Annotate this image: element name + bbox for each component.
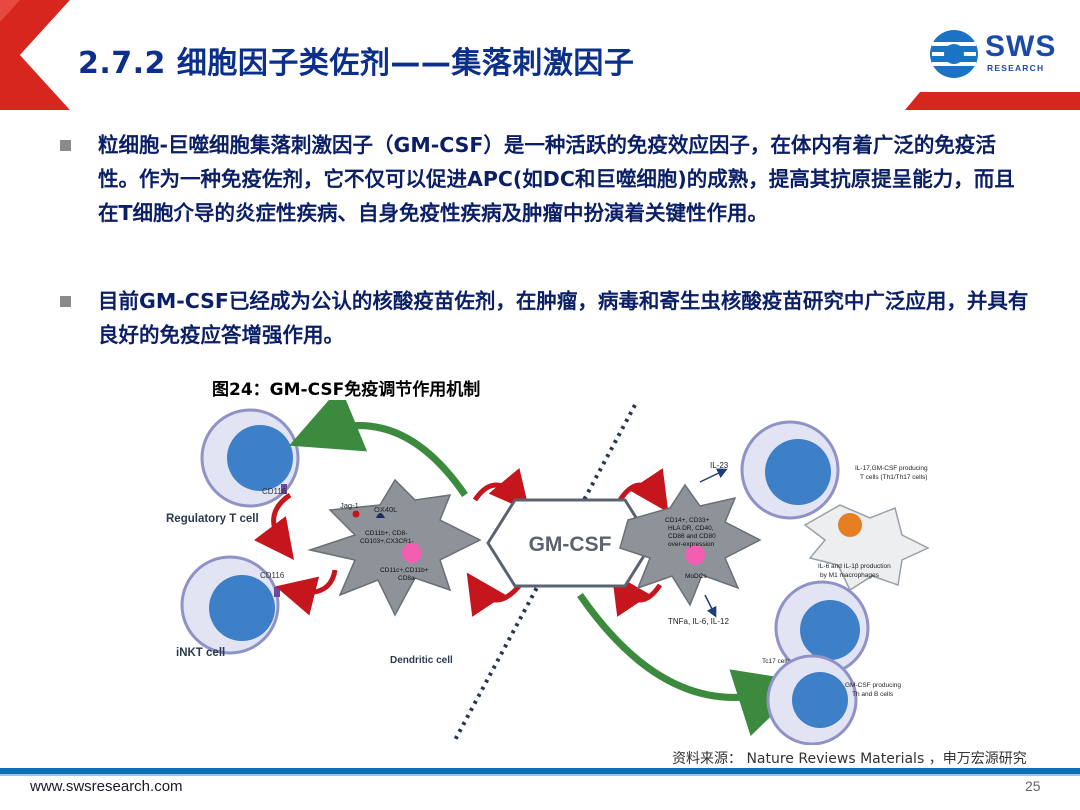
modc-markers-1: CD14+, CD33+ [665, 517, 710, 524]
cd116-label-top: CD116 [262, 487, 287, 496]
jag1-marker [352, 510, 360, 518]
page-title: 2.7.2 细胞因子类佐剂——集落刺激因子 [78, 46, 635, 81]
ox40l-label: OX40L [374, 505, 397, 514]
il23-arrow [699, 468, 728, 483]
dc-markers-2: CD103+,CX3CR1- [360, 538, 414, 545]
tnfa-label: TNFa, IL-6, IL-12 [668, 617, 729, 626]
logo-subtext: RESEARCH [987, 63, 1045, 73]
jag1-label: Jag-1 [340, 501, 359, 510]
red-arrow [466, 572, 522, 617]
bullet-text: 目前GM-CSF已经成为公认的核酸疫苗佐剂，在肿瘤，病毒和寄生虫核酸疫苗研究中广… [98, 289, 1029, 347]
red-arrow [611, 572, 663, 617]
tc17-cell [774, 580, 870, 676]
logo-text: SWS [985, 30, 1057, 63]
header-banner [0, 0, 1080, 110]
dc-markers-3: CD11c+,CD11b+ [380, 567, 429, 574]
dc-markers-4: CD8a- [398, 575, 417, 582]
red-arrow [472, 467, 530, 512]
modc-markers-3: CD86 and CD80 [668, 533, 716, 540]
th-b-label-1: GM-CSF producing [845, 682, 901, 689]
red-arrow [275, 569, 338, 616]
dendritic-cell [307, 478, 482, 617]
th-cells-label-2: T cells (Th1/Th17 cells) [860, 474, 927, 481]
dc-markers-1: CD11b+, CD8- [365, 530, 407, 537]
th1-th17-cell [740, 420, 840, 520]
sws-logo-icon [930, 30, 978, 78]
footer-divider-light [0, 774, 1080, 776]
m1-macrophage [803, 504, 930, 592]
th-b-cell [766, 654, 858, 745]
regulatory-t-cell-label: Regulatory T cell [166, 513, 259, 525]
th-cells-label-1: IL-17,GM-CSF producing [855, 465, 928, 472]
modc-markers-4: over-expression [668, 541, 715, 548]
bullet-square-icon [60, 296, 71, 307]
bullet-item: 目前GM-CSF已经成为公认的核酸疫苗佐剂，在肿瘤，病毒和寄生虫核酸疫苗研究中广… [56, 284, 1036, 354]
modc-cell [619, 483, 762, 607]
footer-divider [0, 768, 1080, 774]
red-arrow [253, 492, 295, 560]
page-number: 25 [1025, 778, 1041, 794]
figure-caption: 图24：GM-CSF免疫调节作用机制 [212, 380, 481, 400]
ox40l-marker [376, 513, 385, 518]
bullet-item: 粒细胞-巨噬细胞集落刺激因子（GM-CSF）是一种活跃的免疫效应因子，在体内有着… [56, 128, 1036, 268]
green-arrow [289, 400, 468, 497]
il23-label: IL-23 [710, 461, 729, 470]
regulatory-t-cell [200, 408, 300, 508]
modcs-label: MoDCs [685, 573, 707, 580]
footer-url-link[interactable]: www.swsresearch.com [30, 778, 183, 795]
inkt-cell-label: iNKT cell [176, 647, 225, 659]
red-arrow [617, 468, 669, 513]
macrophage-label-2: by M1 macrophages [820, 572, 880, 579]
bullet-text: 粒细胞-巨噬细胞集落刺激因子（GM-CSF）是一种活跃的免疫效应因子，在体内有着… [98, 133, 1015, 225]
bullet-square-icon [60, 140, 71, 151]
gm-csf-label: GM-CSF [529, 533, 612, 556]
source-note: 资料来源： Nature Reviews Materials ，申万宏源研究 [672, 751, 1027, 767]
tnfa-arrow [704, 594, 717, 618]
th-b-label-2: Th and B cells [852, 691, 894, 698]
modc-markers-2: HLA DR, CD40, [668, 525, 714, 532]
cd116-label-bottom: CD116 [260, 571, 285, 580]
tc17-label: Tc17 cells [762, 658, 791, 665]
green-arrow [577, 593, 807, 737]
macrophage-label-1: IL-6 and IL-1β production [818, 563, 891, 570]
inkt-cell [180, 555, 280, 655]
dendritic-cell-label: Dendritic cell [390, 655, 453, 666]
gm-csf-mechanism-diagram: CD116 Regulatory T cell CD116 iNKT cell … [150, 400, 980, 745]
